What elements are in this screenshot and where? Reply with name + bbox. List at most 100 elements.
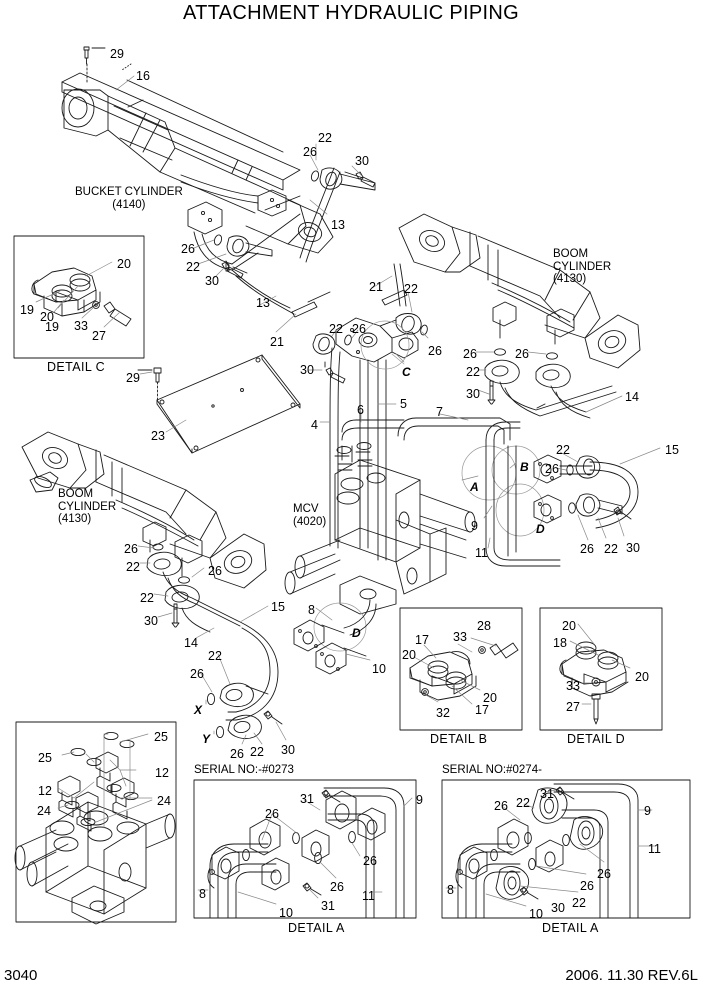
callout-20: 20 (483, 691, 497, 705)
mcv-code: (4020) (293, 515, 327, 528)
detail-a-left-box (193, 779, 417, 919)
callout-13: 13 (331, 218, 345, 232)
callout-9: 9 (416, 793, 423, 807)
callout-8: 8 (447, 883, 454, 897)
boom-cylinder-left-name-1: BOOM (58, 488, 94, 500)
callout-26: 26 (580, 879, 594, 893)
callout-28: 28 (477, 619, 491, 633)
callout-12: 12 (38, 784, 52, 798)
callout-24: 24 (37, 804, 51, 818)
callout-32: 32 (436, 706, 450, 720)
callout-14: 14 (625, 390, 639, 404)
callout-19: 19 (45, 320, 59, 334)
callout-29: 29 (110, 47, 124, 61)
callout-22: 22 (126, 560, 140, 574)
boom-cylinder-left-code: (4130) (58, 513, 92, 525)
callout-11: 11 (475, 546, 488, 560)
detail-a-left-caption: DETAIL A (288, 921, 345, 935)
callout-26: 26 (428, 344, 442, 358)
callout-22: 22 (604, 542, 618, 556)
detail-c-box (13, 235, 145, 359)
callout-30: 30 (626, 541, 640, 555)
callout-24: 24 (157, 794, 171, 808)
callout-22: 22 (140, 591, 154, 605)
callout-22: 22 (329, 322, 343, 336)
callout-26: 26 (265, 807, 279, 821)
callout-22: 22 (556, 443, 570, 457)
boom-cylinder-right-name-1: BOOM (553, 248, 589, 260)
bucket-cylinder-code: (4140) (112, 198, 146, 211)
callout-10: 10 (529, 907, 543, 921)
callout-31: 31 (540, 787, 554, 801)
callout-8: 8 (308, 603, 315, 617)
callout-30: 30 (281, 743, 295, 757)
callout-4: 4 (311, 418, 318, 432)
section-markers (461, 462, 517, 481)
valve-block-box (14, 721, 177, 925)
bucket-cylinder-assembly (61, 46, 376, 279)
callout-10: 10 (279, 906, 293, 920)
callout-21: 21 (369, 280, 383, 294)
callout-20: 20 (402, 648, 416, 662)
callout-a: A (470, 480, 479, 494)
callout-21: 21 (270, 335, 284, 349)
callout-30: 30 (466, 387, 480, 401)
detail-b-box (399, 607, 523, 731)
callout-19: 19 (20, 303, 34, 317)
detail-d-box (539, 607, 663, 731)
boom-cylinder-right-code: (4130) (553, 273, 587, 285)
callout-26: 26 (208, 564, 222, 578)
callout-22: 22 (516, 796, 530, 810)
callout-30: 30 (205, 274, 219, 288)
detail-b-caption: DETAIL B (430, 732, 488, 746)
detail-a-right-box (441, 779, 691, 919)
right-hose-group (485, 421, 639, 567)
callout-26: 26 (494, 799, 508, 813)
callout-25: 25 (38, 751, 52, 765)
detail-d-caption: DETAIL D (567, 732, 626, 746)
callout-26: 26 (545, 462, 559, 476)
callout-22: 22 (208, 649, 222, 663)
callout-x: X (194, 703, 203, 717)
callout-20: 20 (562, 619, 576, 633)
callout-8: 8 (199, 887, 206, 901)
mount-plate-23 (137, 354, 301, 454)
callout-11: 11 (648, 842, 661, 856)
callout-20: 20 (635, 670, 649, 684)
callout-26: 26 (230, 747, 244, 761)
callout-d: D (352, 626, 361, 640)
callout-9: 9 (471, 519, 478, 533)
boom-cylinder-left-assembly (21, 431, 267, 633)
callout-22: 22 (318, 131, 332, 145)
callout-26: 26 (363, 854, 377, 868)
mcv-name: MCV (293, 503, 319, 515)
callout-26: 26 (580, 542, 594, 556)
detail-a-right-serial: SERIAL NO:#0274- (442, 764, 542, 776)
callout-33: 33 (566, 679, 580, 693)
callout-30: 30 (300, 363, 314, 377)
callout-26: 26 (352, 322, 366, 336)
callout-31: 31 (300, 792, 314, 806)
boom-cylinder-right-name-2: CYLINDER (553, 260, 612, 273)
callout-22: 22 (250, 745, 264, 759)
callout-26: 26 (303, 145, 317, 159)
boom-cylinder-left-name-2: CYLINDER (58, 500, 117, 513)
callout-d: D (536, 522, 545, 536)
callout-5: 5 (400, 397, 407, 411)
callout-25: 25 (154, 730, 168, 744)
boom-cylinder-right-assembly (398, 213, 641, 419)
callout-26: 26 (597, 867, 611, 881)
bucket-cylinder-caption: BUCKET CYLINDER (4140) (75, 186, 183, 211)
callout-9: 9 (644, 804, 651, 818)
callout-15: 15 (271, 600, 285, 614)
callout-7: 7 (436, 405, 443, 419)
callout-16: 16 (136, 69, 150, 83)
callout-30: 30 (551, 901, 565, 915)
callout-20: 20 (40, 310, 54, 324)
callout-26: 26 (515, 347, 529, 361)
callout-22: 22 (404, 282, 418, 296)
callout-15: 15 (665, 443, 679, 457)
detail-a-right-caption: DETAIL A (542, 921, 599, 935)
callout-18: 18 (553, 636, 567, 650)
